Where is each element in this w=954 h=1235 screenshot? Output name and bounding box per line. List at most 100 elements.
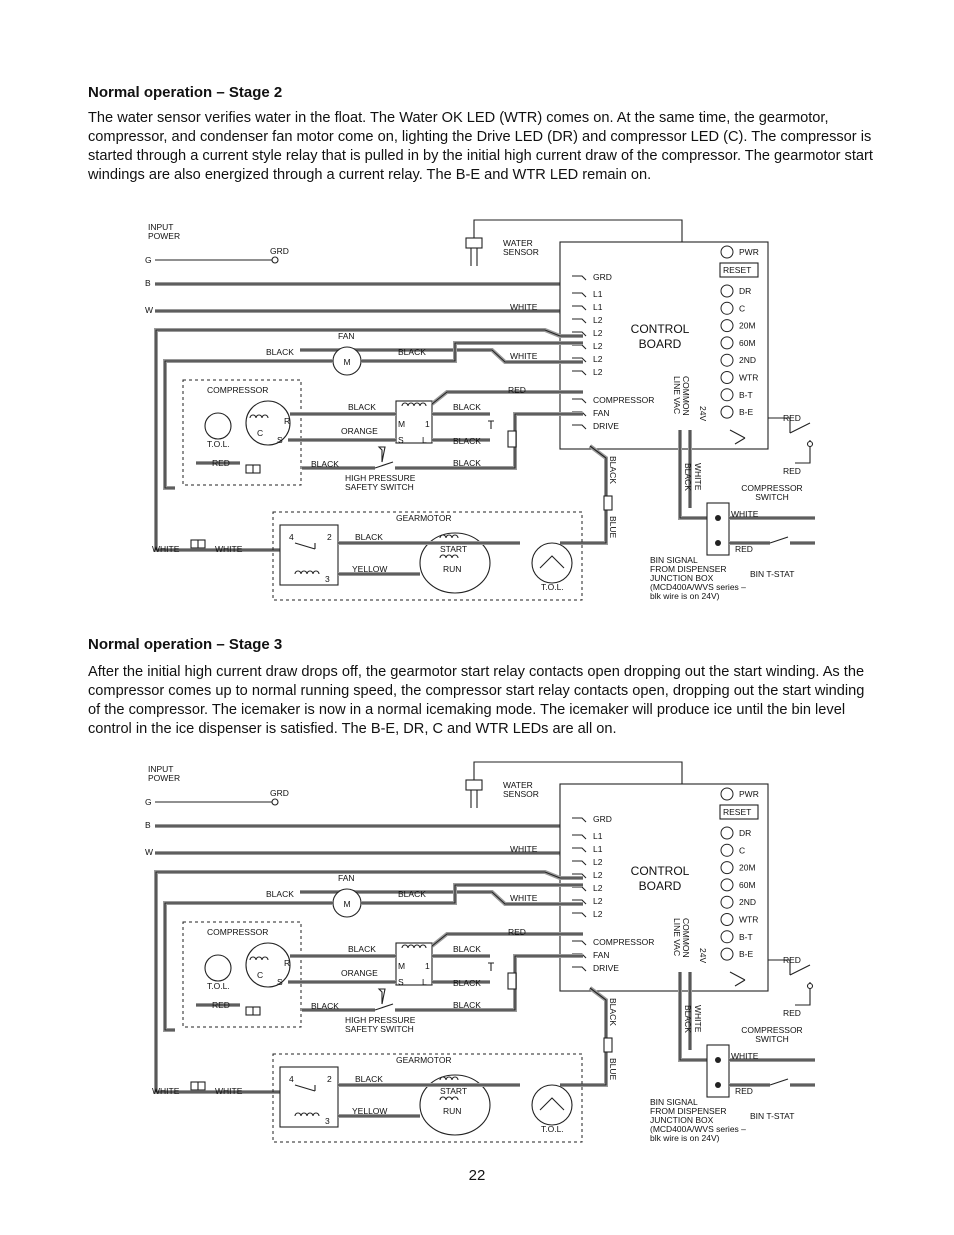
switch-contact: [806, 982, 814, 990]
pwr-led: [720, 787, 734, 801]
board-terminal-label: L1: [593, 831, 603, 841]
led-label: 2ND: [739, 355, 756, 365]
red-wire-label: RED: [508, 385, 526, 395]
bin-tstat-switch: [769, 536, 789, 544]
led-label: 20M: [739, 321, 756, 331]
gearmotor-tol-element: [539, 555, 565, 569]
board-output-pin: [572, 424, 587, 430]
terminal-w-label: W: [145, 305, 153, 315]
gearmotor-relay-contact: [294, 1084, 316, 1092]
compressor-board-wire: [431, 391, 583, 405]
status-led: [720, 843, 734, 857]
gearmotor-tol-label: T.O.L.: [541, 1124, 564, 1134]
white-wire-label: WHITE: [152, 544, 180, 554]
wiring-diagram-svg: INPUTPOWERGBWGRDWATERSENSORCONTROLBOARDG…: [145, 219, 815, 601]
board-terminal-label: L2: [593, 857, 603, 867]
control-board-label: BOARD: [639, 337, 682, 351]
red-wire-label: RED: [508, 927, 526, 937]
white-wire-label: WHITE: [731, 509, 759, 519]
black-wire-label: BLACK: [683, 1005, 693, 1033]
page-number: 22: [468, 1167, 486, 1184]
compressor-s-label: S: [277, 435, 283, 445]
junction-terminal: [715, 1082, 721, 1088]
common-label: COMMON: [681, 918, 691, 958]
high-pressure-label: HIGH PRESSURE: [345, 473, 416, 483]
black-wire-label: BLACK: [311, 459, 339, 469]
water-sensor-label: WATER: [503, 780, 533, 790]
board-terminal-label: L2: [593, 883, 603, 893]
start-relay-coil: [401, 944, 427, 949]
board-output-pin: [572, 966, 587, 972]
bin-signal-label: BIN SIGNAL: [650, 1097, 698, 1107]
board-terminal-label: L2: [593, 909, 603, 919]
bin-signal-label: FROM DISPENSER: [650, 564, 727, 574]
run-winding: [439, 554, 459, 559]
black-wire-label: BLACK: [348, 944, 376, 954]
high-pressure-actuator: [377, 988, 386, 1005]
drive-blue-wire: [560, 987, 607, 1086]
status-led: [720, 319, 734, 333]
junction-terminal: [715, 515, 721, 521]
drive-blue-wire: [560, 445, 607, 544]
white-wire-label: WHITE: [510, 351, 538, 361]
start-relay: [395, 942, 433, 986]
ground-terminal: [271, 256, 279, 264]
input-power-label: POWER: [148, 231, 180, 241]
input-power-label: INPUT: [148, 764, 174, 774]
line-vac-label: LINE VAC: [672, 918, 682, 956]
status-led: [720, 826, 734, 840]
status-led: [720, 336, 734, 350]
blue-wire-label: BLUE: [608, 516, 618, 539]
drive-blue-wire: [560, 444, 608, 545]
compressor-switch-label: SWITCH: [755, 492, 789, 502]
gearmotor-tol-label: T.O.L.: [541, 582, 564, 592]
compressor-enclosure: [182, 921, 302, 1028]
status-led: [720, 861, 734, 875]
compressor-switch: [768, 959, 811, 1006]
relay-s-label: S: [398, 435, 404, 445]
led-label: WTR: [739, 915, 758, 925]
compressor-enclosure: [182, 379, 302, 486]
water-sensor-wire: [473, 761, 683, 785]
reset-label: RESET: [723, 807, 751, 817]
led-label: DR: [739, 828, 751, 838]
24v-label: 24V: [698, 406, 708, 421]
bin-signal-label: JUNCTION BOX: [650, 573, 714, 583]
black-wire-label: BLACK: [266, 347, 294, 357]
stage-3-heading: Normal operation – Stage 3: [88, 636, 283, 653]
led-label: 60M: [739, 338, 756, 348]
led-label: B-E: [739, 407, 754, 417]
start-winding: [439, 1076, 459, 1081]
compressor-board-wire: [431, 933, 583, 947]
common-label: COMMON: [681, 376, 691, 416]
status-led: [720, 353, 734, 367]
compressor-tol: [204, 412, 232, 440]
board-output-pin: [572, 398, 587, 404]
board-relay-contacts: [729, 429, 746, 445]
high-pressure-label: SAFETY SWITCH: [345, 482, 414, 492]
led-label: B-T: [739, 932, 753, 942]
led-label: 20M: [739, 863, 756, 873]
tol-label: T.O.L.: [207, 981, 230, 991]
board-output-label: FAN: [593, 408, 610, 418]
stage-2-paragraph: The water sensor verifies water in the f…: [88, 110, 873, 183]
stage-2-heading: Normal operation – Stage 2: [88, 84, 283, 101]
led-label: 60M: [739, 880, 756, 890]
fan-black-wire: [164, 902, 333, 1031]
pwr-label: PWR: [739, 789, 759, 799]
compressor-tol: [204, 954, 232, 982]
led-label: B-E: [739, 949, 754, 959]
board-terminal-label: L2: [593, 896, 603, 906]
gearmotor-relay-2-label: 2: [327, 1074, 332, 1084]
red-wire-label: RED: [735, 1086, 753, 1096]
status-led: [720, 947, 734, 961]
line-w-wire: [155, 851, 583, 867]
black-wire-label: BLACK: [398, 347, 426, 357]
board-output-pin: [572, 940, 587, 946]
gearmotor-motor: [419, 1074, 491, 1136]
reset-button: [719, 262, 759, 278]
gearmotor-start-label: START: [440, 1086, 467, 1096]
board-terminal-pin: [572, 357, 587, 363]
inline-connector: [507, 430, 517, 448]
orange-wire-label: ORANGE: [341, 968, 378, 978]
